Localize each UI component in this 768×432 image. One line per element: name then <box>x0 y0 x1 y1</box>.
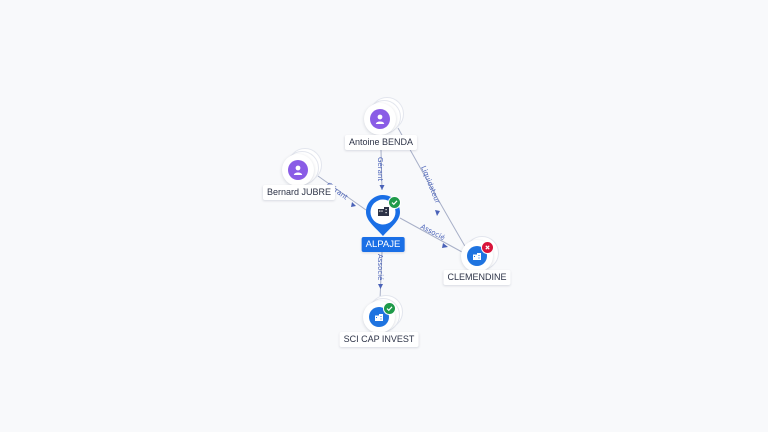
node-label[interactable]: SCI CAP INVEST <box>339 332 419 347</box>
status-closed-badge <box>481 241 494 254</box>
edge-antoine-alpaje <box>380 149 383 191</box>
node-label-primary[interactable]: ALPAJE <box>361 237 405 252</box>
status-active-badge <box>383 302 396 315</box>
edge-bernard-alpaje <box>317 175 367 211</box>
check-icon <box>391 200 398 206</box>
edge-label-antoine-clemendine: Liquidateur <box>419 165 441 205</box>
company-icon <box>378 207 389 216</box>
node-label[interactable]: Bernard JUBRE <box>262 185 336 200</box>
node-label[interactable]: Antoine BENDA <box>344 135 418 150</box>
edge-alpaje-clemendine <box>399 217 463 253</box>
arrow-alpaje-clemendine <box>442 243 448 248</box>
node-disc <box>364 103 396 135</box>
edge-label-antoine-alpaje: Gérant <box>376 157 384 181</box>
close-icon <box>485 245 490 250</box>
person-icon <box>370 109 390 129</box>
node-label[interactable]: CLEMENDINE <box>443 270 511 285</box>
edge-label-alpaje-scicap: Associé <box>376 254 384 280</box>
arrow-antoine-alpaje <box>379 185 385 190</box>
node-disc <box>282 154 314 186</box>
edge-label-alpaje-clemendine: Associé <box>419 223 446 242</box>
arrow-antoine-clemendine <box>435 210 440 216</box>
check-icon <box>386 306 393 312</box>
person-icon <box>288 160 308 180</box>
arrow-bernard-alpaje <box>351 202 356 207</box>
status-active-badge <box>388 196 401 209</box>
arrow-alpaje-scicap <box>378 284 383 289</box>
edge-alpaje-scicap <box>379 251 383 301</box>
